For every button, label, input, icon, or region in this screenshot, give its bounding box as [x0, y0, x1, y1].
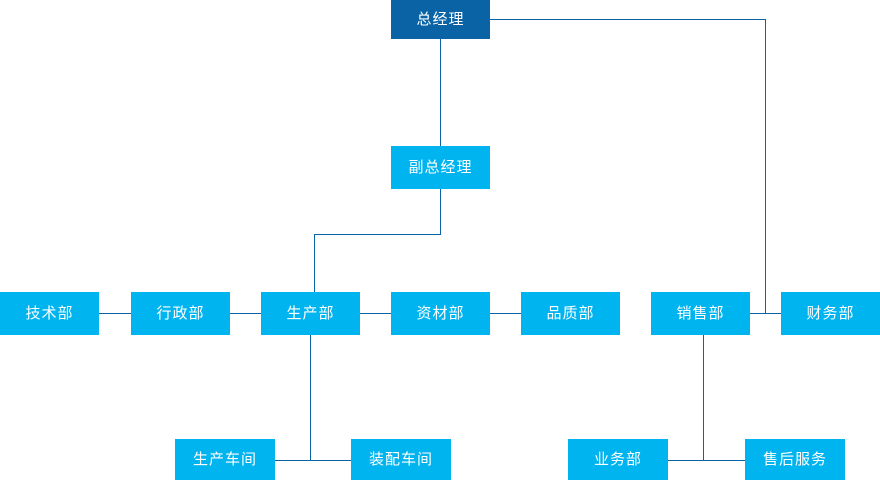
org-node-gm[interactable]: 总经理	[391, 0, 490, 39]
connector-gm-right-branch	[490, 19, 765, 20]
org-node-tech[interactable]: 技术部	[0, 292, 99, 335]
org-node-qa[interactable]: 品质部	[521, 292, 620, 335]
connector-row4-workshop-assembly	[275, 460, 351, 461]
connector-gm-down-to-dgm	[440, 39, 441, 146]
org-node-aftersale[interactable]: 售后服务	[745, 439, 845, 480]
org-node-dgm[interactable]: 副总经理	[391, 146, 490, 189]
connector-row3-tech-admin	[99, 313, 131, 314]
org-node-workshop[interactable]: 生产车间	[175, 439, 275, 480]
connector-row3-sales-fin	[750, 313, 781, 314]
org-node-fin[interactable]: 财务部	[781, 292, 880, 335]
org-node-business[interactable]: 业务部	[568, 439, 668, 480]
org-node-prod[interactable]: 生产部	[261, 292, 360, 335]
connector-prod-up-riser	[314, 234, 315, 292]
connector-row3-prod-mat	[360, 313, 391, 314]
org-node-admin[interactable]: 行政部	[131, 292, 230, 335]
connector-dgm-down-stub	[440, 189, 441, 235]
connector-sales-down-to-row4	[703, 335, 704, 460]
connector-row3-admin-prod	[230, 313, 261, 314]
connector-gm-right-down-to-fin	[765, 19, 766, 314]
connector-dgm-left-to-prod	[314, 234, 440, 235]
connector-row4-business-after	[668, 460, 745, 461]
org-node-sales[interactable]: 销售部	[651, 292, 750, 335]
org-node-assembly[interactable]: 装配车间	[351, 439, 451, 480]
connector-row3-mat-qa	[490, 313, 521, 314]
org-node-mat[interactable]: 资材部	[391, 292, 490, 335]
connector-prod-down-to-row4	[310, 335, 311, 460]
